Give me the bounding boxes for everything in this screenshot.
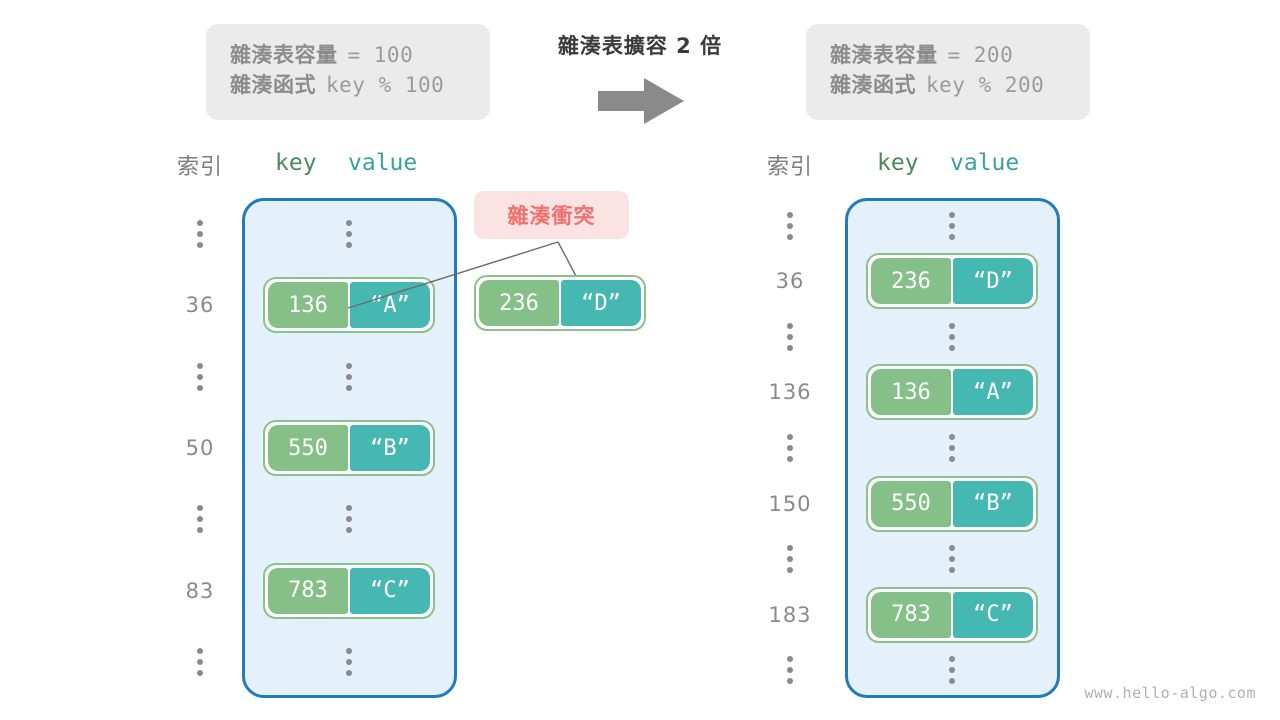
table-entry: 783“C” <box>866 586 1038 643</box>
after-info-box: 雜湊表容量 = 200 雜湊函式 key % 200 <box>806 24 1090 120</box>
entry-value: “C” <box>350 567 430 614</box>
before-function-line: 雜湊函式 key % 100 <box>230 70 466 100</box>
index-ellipsis <box>197 505 203 534</box>
collision-entry-value: “D” <box>561 280 641 326</box>
table-entry: 550“B” <box>263 420 435 476</box>
entry-key: 236 <box>871 258 951 305</box>
entry-value: “C” <box>953 591 1033 638</box>
entry-key: 783 <box>871 591 951 638</box>
after-capacity-value: = 200 <box>947 43 1014 67</box>
before-function-label: 雜湊函式 <box>230 73 316 98</box>
slot-ellipsis <box>346 362 352 391</box>
entry-key: 783 <box>268 567 348 614</box>
index-ellipsis <box>197 219 203 248</box>
watermark: www.hello-algo.com <box>1084 684 1256 702</box>
slot-ellipsis <box>949 434 955 462</box>
entry-value: “A” <box>350 282 430 329</box>
after-capacity-line: 雜湊表容量 = 200 <box>830 40 1066 70</box>
table-entry: 550“B” <box>866 475 1038 532</box>
table-entry: 136“A” <box>866 364 1038 421</box>
before-capacity-value: = 100 <box>347 43 414 67</box>
after-function-line: 雜湊函式 key % 200 <box>830 70 1066 100</box>
slot-ellipsis <box>346 648 352 677</box>
before-header-value-text: value <box>348 150 418 176</box>
entry-value: “B” <box>953 480 1033 527</box>
index-label: 36 <box>185 293 215 318</box>
before-info-box: 雜湊表容量 = 100 雜湊函式 key % 100 <box>206 24 490 120</box>
after-header-value-text: value <box>950 150 1020 176</box>
index-ellipsis <box>787 322 793 351</box>
after-function-label: 雜湊函式 <box>830 73 916 98</box>
before-capacity-line: 雜湊表容量 = 100 <box>230 40 466 70</box>
table-entry: 136“A” <box>263 277 435 334</box>
table-entry: 783“C” <box>263 562 435 619</box>
slot-ellipsis <box>949 656 955 685</box>
collision-entry-key: 236 <box>479 280 559 326</box>
entry-value: “D” <box>953 258 1033 305</box>
before-capacity-label: 雜湊表容量 <box>230 43 338 67</box>
before-header-key-text: key <box>275 150 317 176</box>
index-label: 136 <box>768 380 812 405</box>
slot-ellipsis <box>949 322 955 351</box>
index-ellipsis <box>197 362 203 391</box>
after-header-key-text: key <box>877 150 919 176</box>
after-capacity-label: 雜湊表容量 <box>830 43 938 67</box>
right-arrow-icon <box>598 78 684 124</box>
index-ellipsis <box>787 434 793 462</box>
before-header-index: 索引 <box>176 155 223 180</box>
entry-key: 136 <box>871 369 951 416</box>
before-function-value: key % 100 <box>326 73 445 98</box>
slot-ellipsis <box>949 211 955 240</box>
entry-key: 550 <box>871 480 951 527</box>
slot-ellipsis <box>949 545 955 574</box>
after-function-value: key % 200 <box>926 73 1045 98</box>
collision-badge: 雜湊衝突 <box>474 191 629 239</box>
index-ellipsis <box>197 648 203 677</box>
index-label: 36 <box>775 269 805 294</box>
entry-value: “B” <box>350 425 430 471</box>
collision-entry: 236 “D” <box>474 275 646 331</box>
index-ellipsis <box>787 656 793 685</box>
index-ellipsis <box>787 545 793 574</box>
entry-value: “A” <box>953 369 1033 416</box>
entry-key: 136 <box>268 282 348 329</box>
index-label: 50 <box>185 436 215 460</box>
table-entry: 236“D” <box>866 253 1038 310</box>
transition-title: 雜湊表擴容 2 倍 <box>557 34 723 58</box>
index-ellipsis <box>787 211 793 240</box>
slot-ellipsis <box>346 505 352 534</box>
index-label: 83 <box>185 578 215 603</box>
slot-ellipsis <box>346 219 352 248</box>
after-header-index: 索引 <box>766 155 813 180</box>
index-label: 150 <box>768 491 812 516</box>
index-label: 183 <box>768 602 812 627</box>
entry-key: 550 <box>268 425 348 471</box>
